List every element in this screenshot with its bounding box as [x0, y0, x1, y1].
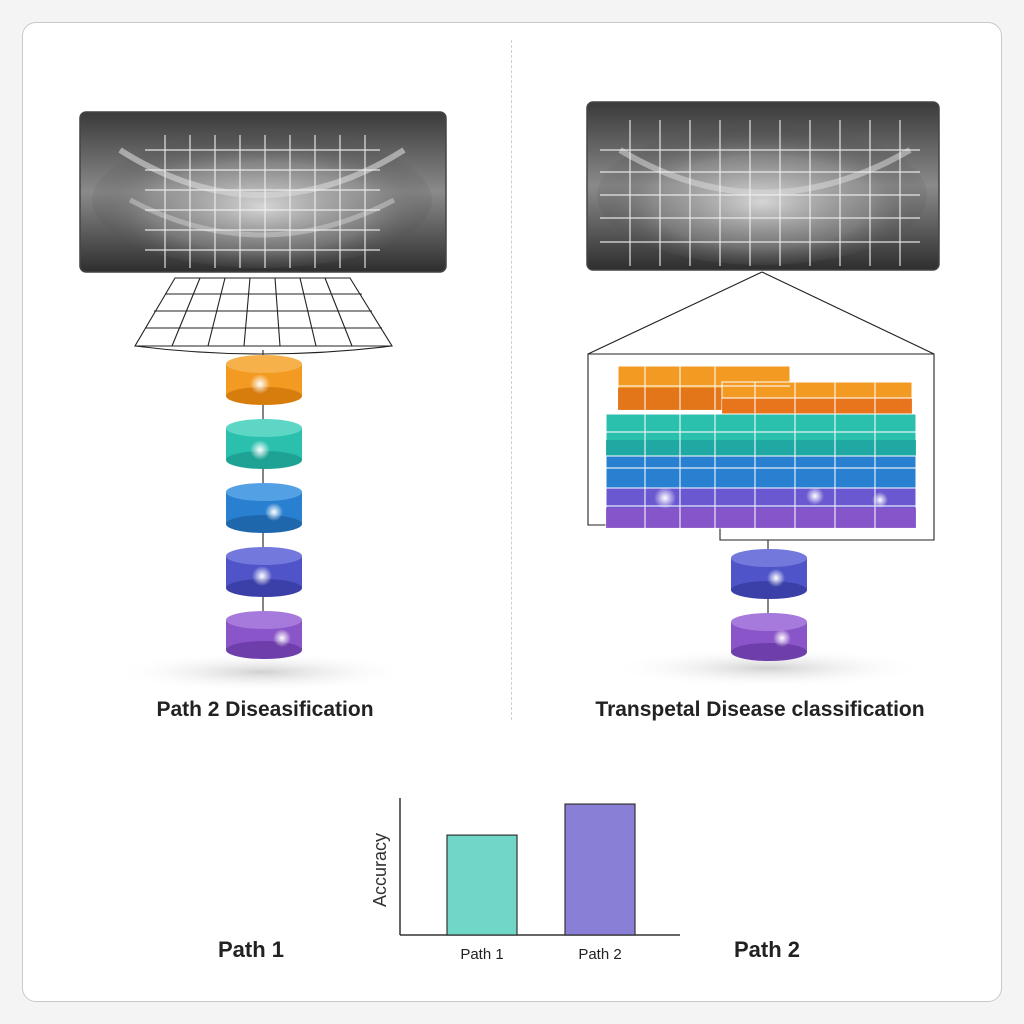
left-funnel-grid — [134, 277, 393, 355]
layer-purple — [226, 611, 302, 659]
layer-teal — [226, 419, 302, 469]
bar-path-2 — [564, 803, 636, 936]
right-layer-stack — [731, 549, 807, 661]
layer-indigo-right — [731, 549, 807, 599]
left-xray-grid — [145, 135, 380, 268]
layer-purple-right — [731, 613, 807, 661]
right-panel-caption: Transpetal Disease classification — [595, 698, 925, 721]
accuracy-chart: Accuracy Path 1 Path 2 — [370, 798, 680, 963]
left-panel-caption: Path 2 Diseasification — [156, 698, 374, 721]
left-xray — [79, 111, 447, 273]
x-tick-label: Path 1 — [460, 946, 503, 963]
y-axis-label: Accuracy — [370, 833, 390, 907]
right-xray-grid — [600, 120, 920, 266]
layer-blue — [226, 483, 302, 533]
x-tick-label: Path 2 — [578, 946, 621, 963]
path1-label: Path 1 — [218, 937, 285, 962]
right-xray — [586, 101, 940, 271]
layer-orange — [226, 355, 302, 405]
layer-indigo — [226, 547, 302, 597]
right-voxel-volume — [605, 365, 917, 529]
panel-divider — [511, 40, 512, 720]
bar-path-1 — [446, 834, 518, 936]
path2-label: Path 2 — [734, 937, 801, 962]
left-layer-stack — [226, 355, 302, 659]
